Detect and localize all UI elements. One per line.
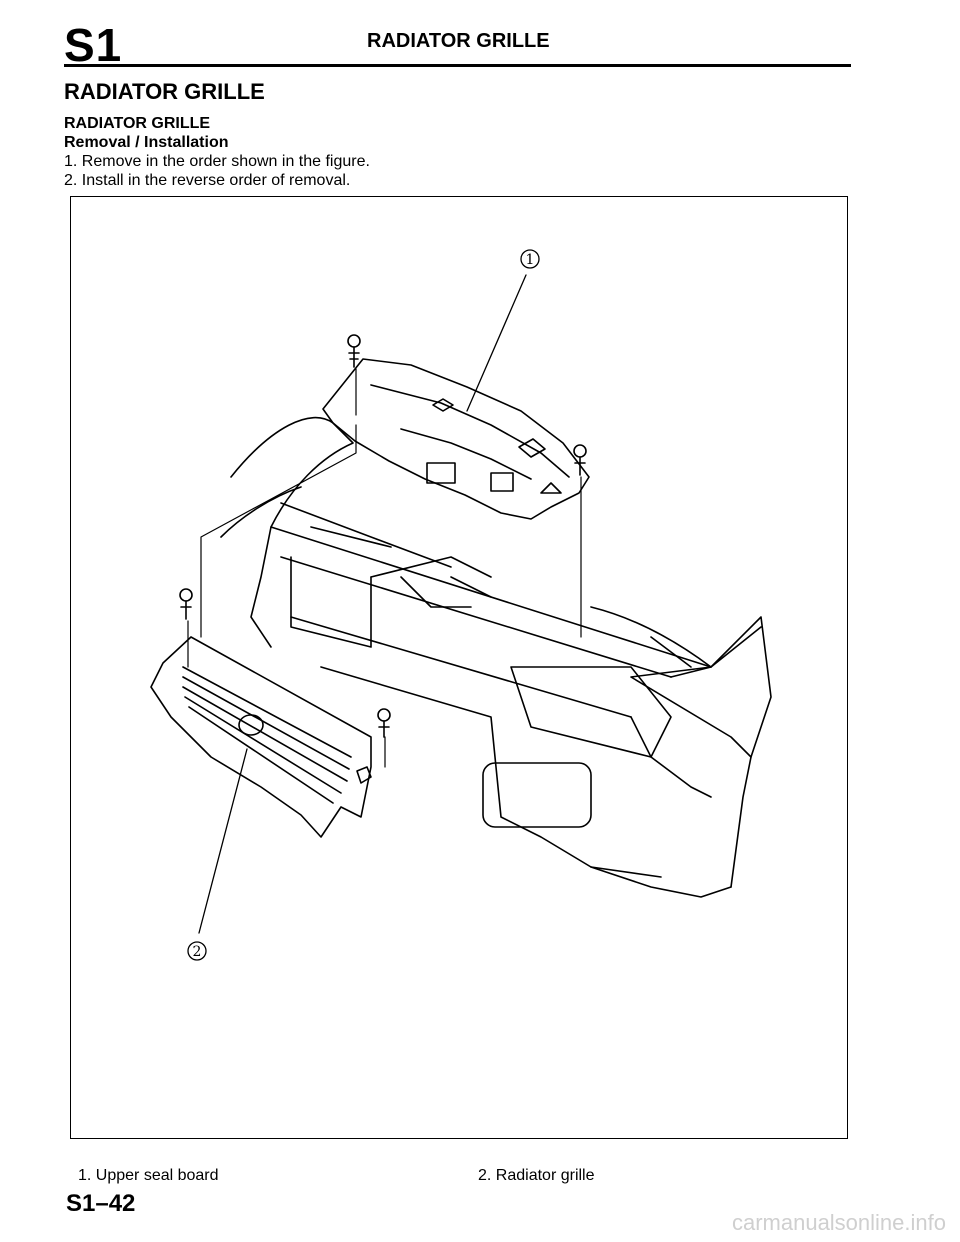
page-number: S1–42 bbox=[66, 1190, 136, 1217]
header-title: RADIATOR GRILLE bbox=[367, 30, 550, 52]
procedure-title: Removal / Installation bbox=[64, 134, 229, 151]
clip-fasteners bbox=[179, 334, 587, 738]
page-title: RADIATOR GRILLE bbox=[64, 79, 265, 104]
step-1: 1. Remove in the order shown in the figu… bbox=[64, 153, 370, 170]
callout-marker-2 bbox=[187, 941, 207, 961]
step-2: 2. Install in the reverse order of remov… bbox=[64, 172, 351, 189]
watermark: carmanualsonline.info bbox=[731, 1210, 946, 1235]
legend-item-upper-seal-board: 1. Upper seal board bbox=[78, 1167, 219, 1184]
callout-1: 1 bbox=[526, 252, 535, 268]
callout-marker-1 bbox=[520, 249, 540, 269]
exploded-view-illustration: 1 2 bbox=[150, 249, 772, 961]
figure-box: 1 2 bbox=[70, 196, 848, 1139]
header-rule bbox=[64, 64, 851, 67]
sub-title: RADIATOR GRILLE bbox=[64, 115, 211, 132]
section-code: S1 bbox=[64, 19, 123, 71]
legend-item-radiator-grille: 2. Radiator grille bbox=[478, 1167, 595, 1184]
callout-2: 2 bbox=[193, 944, 202, 960]
upper-seal-board-outline bbox=[322, 358, 590, 520]
radiator-grille-outline bbox=[150, 636, 372, 838]
